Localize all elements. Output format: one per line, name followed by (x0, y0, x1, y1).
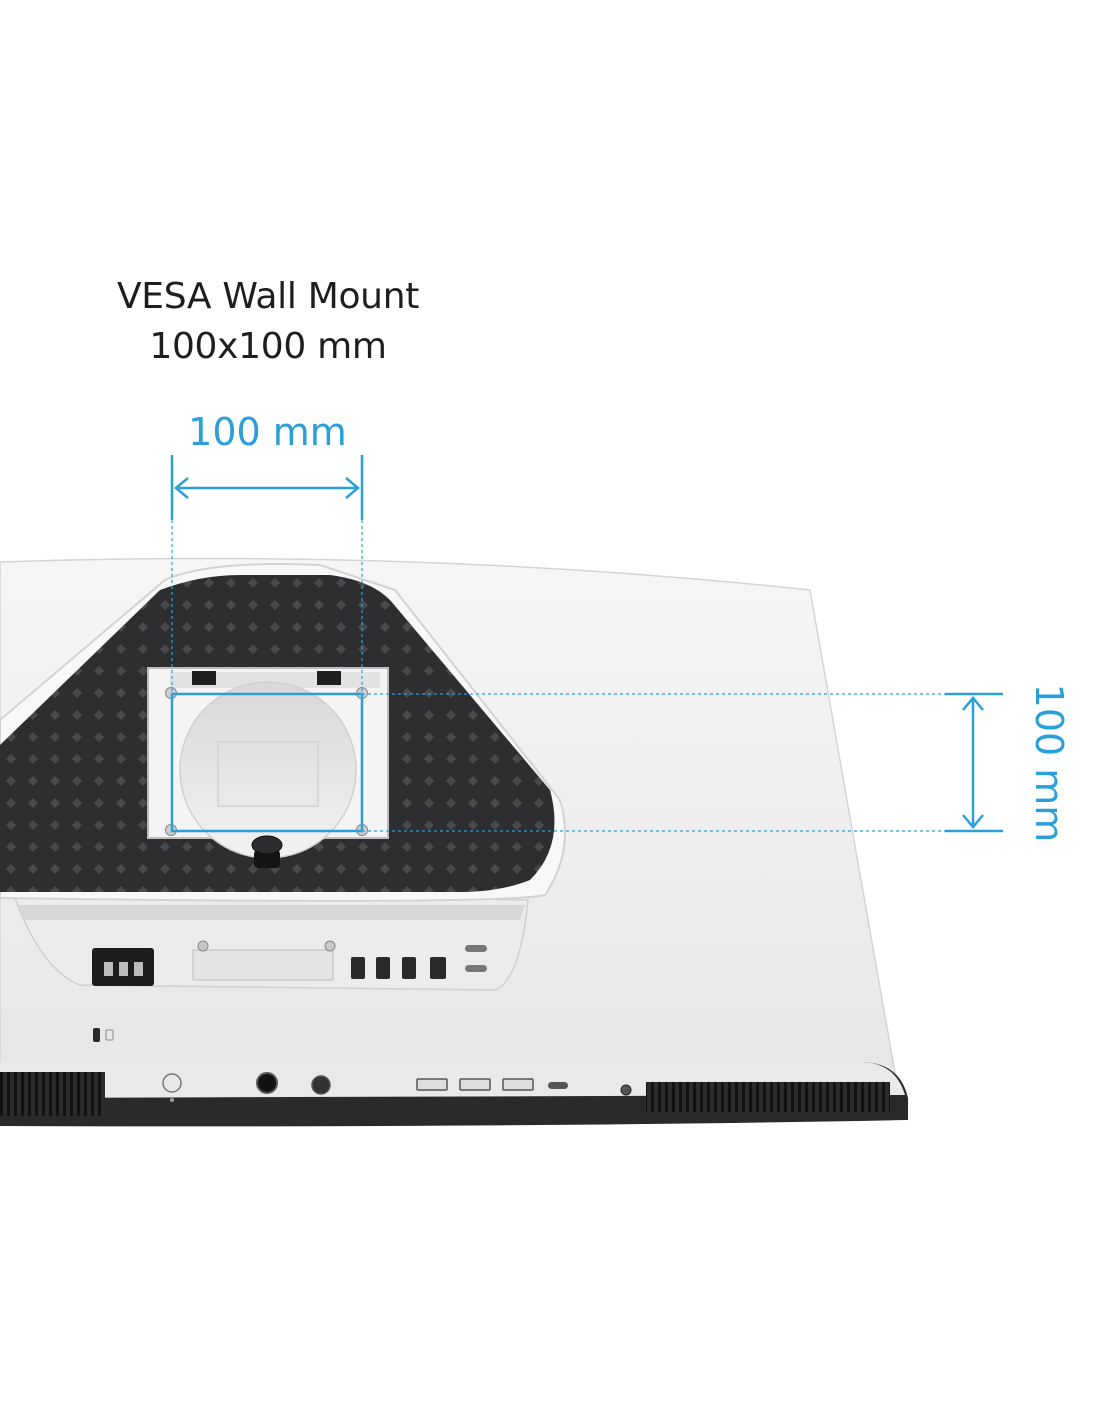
kensington-lock-icon[interactable] (93, 1028, 100, 1042)
title-line-2: 100x100 mm (149, 326, 387, 367)
clip-icon (192, 671, 216, 685)
usb-a-port-icon[interactable] (502, 1078, 534, 1091)
vent-left (0, 1072, 105, 1116)
stand-knob (251, 835, 283, 855)
hdmi-port-icon[interactable] (351, 957, 365, 979)
power-button-icon[interactable] (162, 1073, 182, 1093)
hdmi-port-icon[interactable] (376, 957, 390, 979)
screw-icon (197, 940, 209, 952)
dimension-label-vertical: 100 mm (1027, 683, 1071, 843)
usb-c-port-icon[interactable] (465, 945, 487, 952)
usb-a-port-icon[interactable] (459, 1078, 491, 1091)
audio-jack-icon[interactable] (620, 1084, 632, 1096)
joystick-icon[interactable] (256, 1072, 278, 1094)
usb-c-port-icon[interactable] (548, 1082, 568, 1089)
vent-right (646, 1082, 890, 1112)
hdmi-port-icon[interactable] (402, 957, 416, 979)
dimension-overlay (170, 455, 1003, 833)
screw-icon (324, 940, 336, 952)
usb-a-port-icon[interactable] (416, 1078, 448, 1091)
usb-c-port-icon[interactable] (465, 965, 487, 972)
title-line-1: VESA Wall Mount (116, 276, 420, 317)
button-icon[interactable] (311, 1075, 331, 1095)
cover-plate (192, 949, 334, 981)
displayport-icon[interactable] (430, 957, 446, 979)
clip-icon (317, 671, 341, 685)
page-title: VESA Wall Mount 100x100 mm (68, 272, 468, 372)
dimension-label-horizontal: 100 mm (188, 410, 347, 454)
